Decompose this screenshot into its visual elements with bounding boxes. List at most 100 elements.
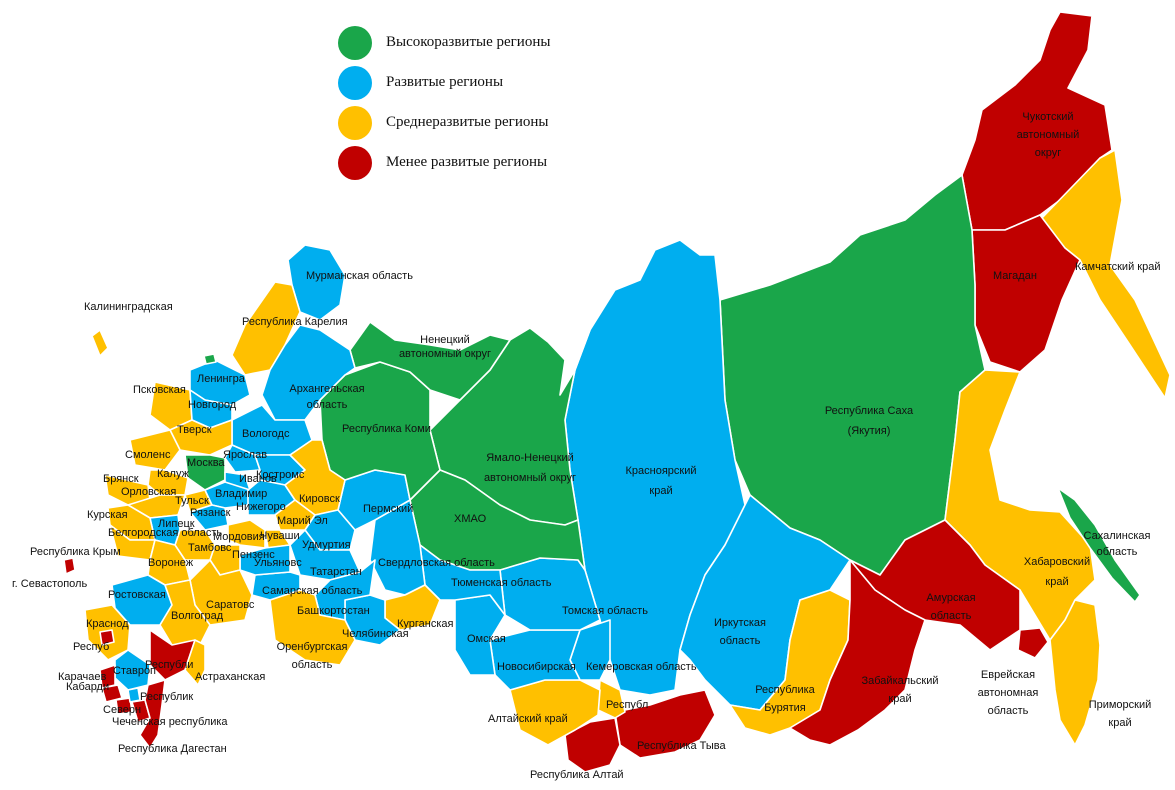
region-spb — [203, 353, 217, 365]
legend-label-medium: Среднеразвитые регионы — [386, 114, 549, 130]
label-tambov: Тамбовс — [188, 542, 232, 554]
label-moscow: Москва — [187, 457, 225, 469]
label-udmurtia: Удмуртия — [302, 539, 351, 551]
legend-label-developed: Развитые регионы — [386, 74, 504, 90]
legend-label-low: Менее развитые регионы — [386, 154, 548, 170]
region-crimea — [63, 557, 76, 575]
label-kurgan: Курганская — [397, 618, 454, 630]
region-jewish — [1017, 627, 1049, 659]
label-dagestan: Республика Дагестан — [118, 743, 227, 755]
region-tver — [169, 419, 233, 456]
label-sverdlovsk: Свердловская область — [378, 557, 495, 569]
label-stavropol: Ставроп — [113, 665, 156, 677]
label-volgograd: Волгоград — [171, 610, 224, 622]
label-kaluga: Калуж — [157, 468, 190, 480]
region-kabardino — [101, 684, 123, 703]
label-tyumen: Тюменская область — [451, 577, 552, 589]
label-altai-krai: Алтайский край — [488, 713, 568, 725]
label-crimea: Республика Крым — [30, 546, 121, 558]
label-kirov: Кировск — [299, 493, 340, 505]
label-ulyanovsk: Ульяновс — [254, 557, 302, 569]
label-yaroslavl: Ярослав — [223, 449, 267, 461]
label-bryansk: Брянск — [103, 473, 139, 485]
label-smolensk: Смоленс — [125, 449, 171, 461]
label-sevastopol: г. Севастополь — [12, 578, 87, 590]
legend-label-high: Высокоразвитые регионы — [386, 34, 551, 50]
label-kabardino: Кабарди — [66, 681, 109, 693]
label-chechnya: Чеченская республика — [112, 716, 228, 728]
label-kalmykia: Республи — [145, 659, 193, 671]
label-omsk: Омская — [467, 633, 506, 645]
label-belgorod: Белгородская область — [108, 527, 222, 539]
label-kamchatka: Камчатский край — [1075, 261, 1160, 273]
region-astrakhan — [184, 639, 206, 686]
label-astrakhan: Астраханская — [195, 671, 265, 683]
label-tver: Тверск — [177, 424, 212, 436]
region-north-ossetia — [115, 697, 133, 715]
label-pskov: Псковская — [133, 384, 186, 396]
label-chuvashia: Чуваши — [260, 530, 300, 542]
label-mariel: Марий Эл — [277, 515, 328, 527]
region-ryazan — [189, 504, 229, 531]
label-komi: Республика Коми — [342, 423, 431, 435]
region-sakhalin — [1057, 487, 1141, 603]
label-kursk: Курская — [87, 509, 128, 521]
region-arkhangelsk — [261, 324, 356, 421]
region-kaliningrad — [91, 329, 109, 357]
label-karelia: Республика Карелия — [242, 316, 348, 328]
region-smolensk — [129, 429, 181, 471]
label-kemerovo: Кемеровская область — [586, 661, 697, 673]
label-sakha: Республика Саха(Якутия) — [825, 405, 914, 437]
label-chelyabinsk: Челябинская — [342, 628, 409, 640]
label-murmansk: Мурманская область — [306, 270, 413, 282]
legend-swatch-medium — [338, 106, 372, 140]
legend-swatch-developed — [338, 66, 372, 100]
label-kaliningrad: Калининградская — [84, 301, 173, 313]
region-tatarstan — [289, 529, 361, 581]
region-altai-rep — [564, 717, 621, 773]
label-kostroma: Костромс — [256, 469, 305, 481]
region-adygea — [99, 629, 115, 646]
label-north-ossetia: Северн — [103, 704, 141, 716]
label-ingushetia: Республик — [140, 691, 193, 703]
label-tuva: Республика Тыва — [637, 740, 727, 752]
region-orenburg — [269, 589, 356, 666]
label-orel: Орловская — [121, 486, 176, 498]
label-bashkortostan: Башкортостан — [297, 605, 370, 617]
region-tuva — [614, 689, 716, 759]
label-mordovia: Мордовия — [213, 531, 265, 543]
label-adygea: Респуб — [73, 641, 109, 653]
label-tula: Тульск — [175, 495, 209, 507]
label-ryazan: Рязанск — [190, 507, 231, 519]
region-primorsky — [1049, 599, 1101, 746]
label-saratov: Саратовс — [206, 599, 255, 611]
label-voronezh: Воронеж — [148, 557, 194, 569]
label-magadan: Магадан — [993, 270, 1037, 282]
region-yaroslavl — [224, 444, 261, 473]
label-vladimir: Владимир — [215, 488, 267, 500]
label-karachay: Карачаев — [58, 671, 106, 683]
legend-swatch-high — [338, 26, 372, 60]
map-labels: Мурманская область Калининградская Респу… — [12, 111, 1160, 781]
legend-swatch-low — [338, 146, 372, 180]
label-leningrad: Ленингра — [197, 373, 246, 385]
label-altai-rep: Республика Алтай — [530, 769, 624, 781]
label-rostov: Ростовская — [108, 589, 166, 601]
label-krasnodar: Краснод — [86, 618, 129, 630]
region-nenets — [349, 321, 511, 401]
